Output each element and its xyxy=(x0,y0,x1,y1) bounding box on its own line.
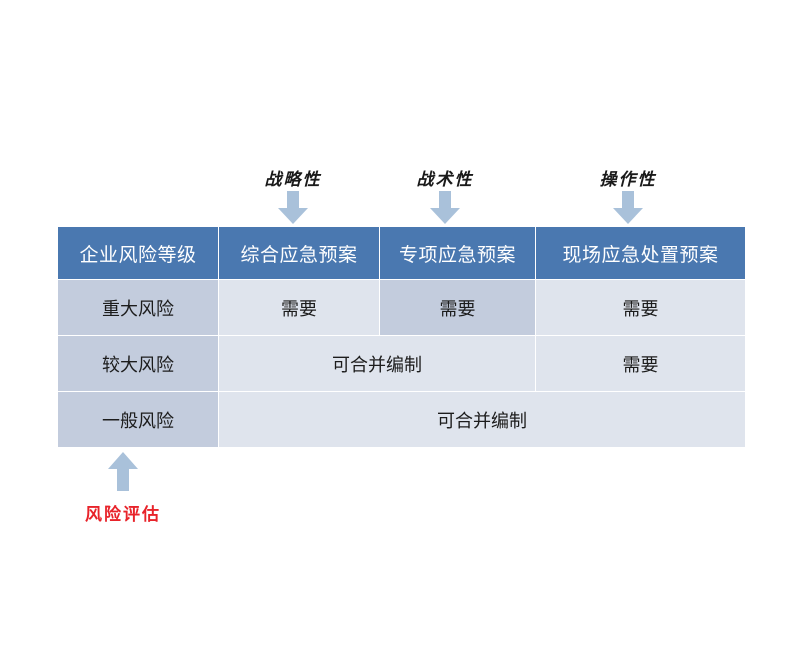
row-header-general-risk: 一般风险 xyxy=(58,392,218,447)
annotation-label-risk-assessment: 风险评估 xyxy=(85,505,161,525)
annotation-label-operational: 操作性 xyxy=(599,170,657,190)
table-header-row: 企业风险等级 综合应急预案 专项应急预案 现场应急处置预案 xyxy=(58,227,745,279)
table-row: 较大风险 可合并编制 需要 xyxy=(58,336,745,391)
arrow-down-icon-strategic xyxy=(276,191,310,225)
annotation-label-strategic: 战略性 xyxy=(264,170,322,190)
risk-plan-matrix-table: 企业风险等级 综合应急预案 专项应急预案 现场应急处置预案 重大风险 需要 需要… xyxy=(57,226,746,448)
cell-general-merged-plan: 可合并编制 xyxy=(219,392,745,447)
cell-moderate-merged-plan: 可合并编制 xyxy=(219,336,535,391)
column-header-special-plan: 专项应急预案 xyxy=(380,227,535,279)
table-row: 一般风险 可合并编制 xyxy=(58,392,745,447)
cell-major-onsite: 需要 xyxy=(536,280,745,335)
arrow-down-icon-tactical xyxy=(428,191,462,225)
arrow-up-icon-risk-assessment xyxy=(106,452,140,492)
cell-major-special: 需要 xyxy=(380,280,535,335)
column-header-comprehensive-plan: 综合应急预案 xyxy=(219,227,379,279)
row-header-moderate-risk: 较大风险 xyxy=(58,336,218,391)
arrow-down-icon-operational xyxy=(611,191,645,225)
row-header-major-risk: 重大风险 xyxy=(58,280,218,335)
column-header-onsite-plan: 现场应急处置预案 xyxy=(536,227,745,279)
cell-major-comprehensive: 需要 xyxy=(219,280,379,335)
annotation-label-tactical: 战术性 xyxy=(416,170,474,190)
cell-moderate-onsite: 需要 xyxy=(536,336,745,391)
column-header-risk-level: 企业风险等级 xyxy=(58,227,218,279)
table-row: 重大风险 需要 需要 需要 xyxy=(58,280,745,335)
